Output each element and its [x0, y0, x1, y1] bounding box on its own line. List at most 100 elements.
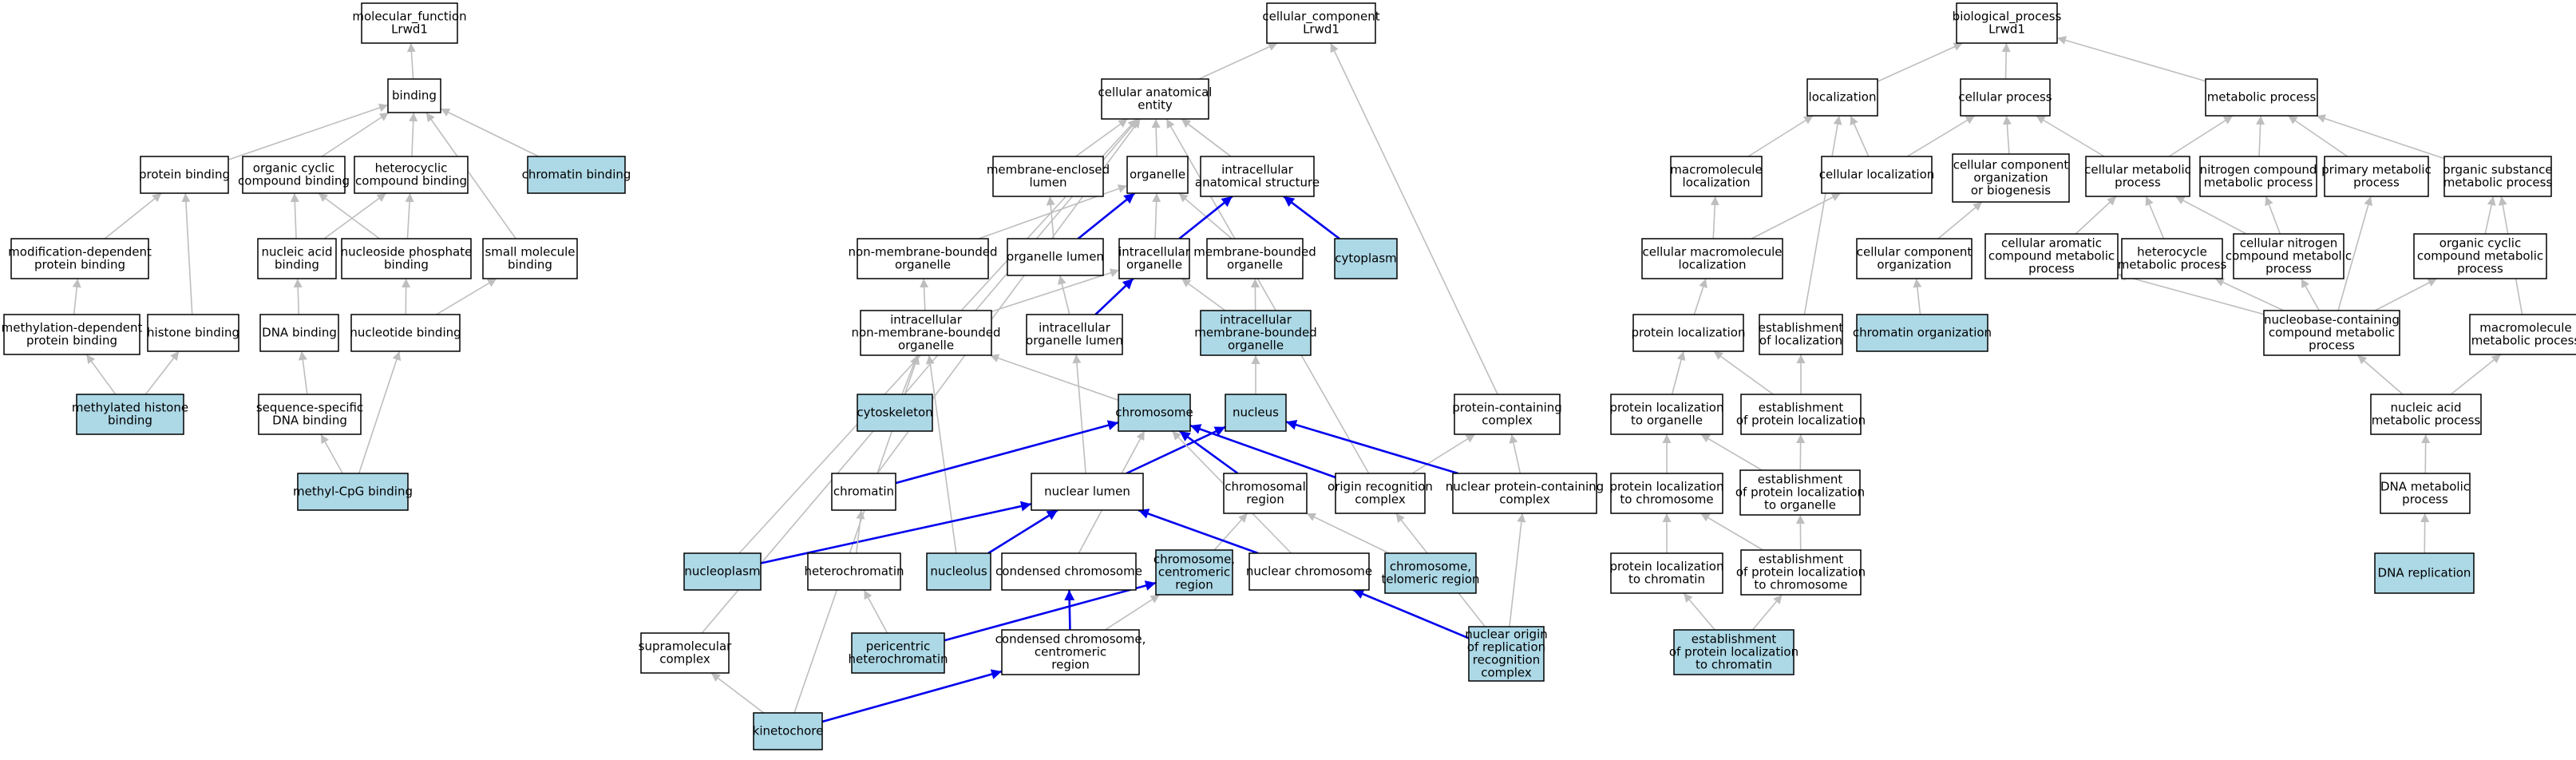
node-label: protein binding [26, 333, 117, 347]
go-term-node-nucleoplasm[interactable]: nucleoplasm [683, 552, 762, 591]
go-term-node-cytoskeleton[interactable]: cytoskeleton [857, 394, 933, 432]
node-label: complex [1499, 492, 1550, 506]
go-term-node-chromatin-binding[interactable]: chromatin binding [522, 156, 631, 194]
node-label: to chromosome [1754, 577, 1847, 592]
node-label: establishment [1692, 631, 1777, 646]
node-box [1960, 78, 2051, 117]
node-box [1335, 473, 1426, 514]
go-term-node-binding[interactable]: binding [387, 78, 441, 113]
go-term-node-cytoplasm[interactable]: cytoplasm [1334, 238, 1398, 279]
go-term-node-metabolic-process[interactable]: metabolic process [2205, 78, 2318, 117]
go-term-node-nucleotide-binding[interactable]: nucleotide binding [350, 314, 461, 352]
go-term-node-dna-binding[interactable]: DNA binding [259, 314, 339, 352]
go-term-node-intracellular-nmb-organelle[interactable]: intracellularnon-membrane-boundedorganel… [851, 310, 1001, 356]
go-term-node-cellular-process[interactable]: cellular process [1958, 78, 2052, 117]
node-box [1739, 469, 1861, 516]
go-term-node-heterochromatin[interactable]: heterochromatin [805, 552, 904, 591]
go-term-node-dna-replication[interactable]: DNA replication [2374, 552, 2475, 594]
go-term-node-cellular-localization[interactable]: cellular localization [1819, 156, 1935, 194]
go-term-node-nuclear-lumen[interactable]: nuclear lumen [1031, 473, 1144, 511]
is-a-edge-dna-binding-to-nucleic-acid-binding [293, 278, 303, 315]
node-label: compound metabolic [1988, 248, 2115, 263]
go-term-node-nucleus[interactable]: nucleus [1225, 394, 1287, 432]
go-term-node-chromosome-telomeric-region[interactable]: chromosome,telomeric region [1381, 552, 1480, 594]
go-term-node-protein-localization[interactable]: protein localization [1631, 314, 1746, 352]
go-term-node-localization[interactable]: localization [1806, 78, 1878, 117]
go-term-node-protein-binding[interactable]: protein binding [139, 156, 230, 194]
node-box [1001, 629, 1140, 675]
go-term-node-organelle[interactable]: organelle [1126, 156, 1189, 194]
node-label: process [2028, 261, 2075, 275]
node-box [851, 632, 945, 674]
node-label: to chromatin [1696, 657, 1772, 671]
go-term-node-chromosome[interactable]: chromosome [1115, 394, 1193, 432]
go-term-node-methyl-cpg-binding[interactable]: methyl-CpG binding [293, 473, 413, 511]
go-term-node-organelle-lumen[interactable]: organelle lumen [1007, 238, 1104, 276]
node-label: protein localization [1609, 400, 1723, 414]
go-term-node-nucleolus[interactable]: nucleolus [926, 552, 991, 591]
node-label: binding [275, 257, 319, 271]
node-label: non-membrane-bounded [851, 325, 1000, 339]
node-label: sequence-specific [256, 400, 363, 414]
go-term-node-chromatin[interactable]: chromatin [831, 473, 896, 511]
go-term-node-kinetochore[interactable]: kinetochore [753, 712, 824, 750]
go-term-node-condensed-chromosome[interactable]: condensed chromosome [995, 552, 1142, 591]
go-term-node-histone-binding[interactable]: histone binding [147, 314, 239, 352]
go-term-node-chromatin-organization[interactable]: chromatin organization [1853, 314, 1992, 352]
go-term-node-nuclear-chromosome[interactable]: nuclear chromosome [1246, 552, 1372, 591]
